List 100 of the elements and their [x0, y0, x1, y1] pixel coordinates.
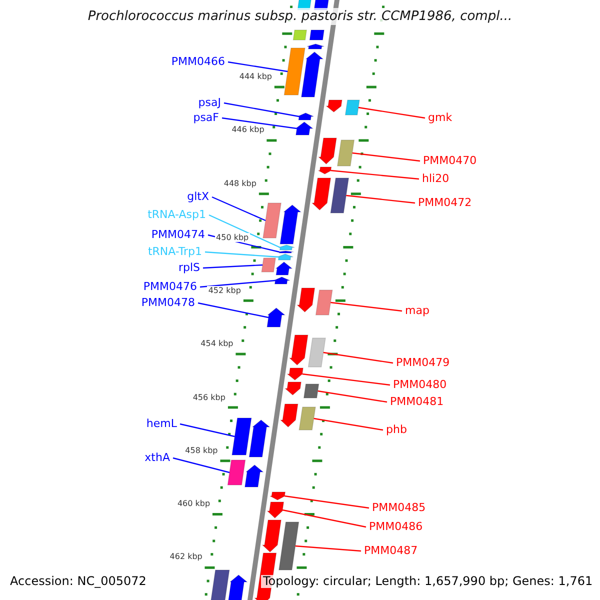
gene-block [276, 254, 294, 260]
gene-block [275, 262, 293, 276]
gene-block [266, 502, 284, 518]
gene-block [270, 492, 286, 500]
gene-block [308, 338, 326, 368]
leader-line [202, 264, 263, 269]
gene-label: psaJ [198, 96, 221, 109]
gene-label: phb [386, 423, 407, 436]
gene-label: psaF [193, 111, 219, 124]
gene-label: PMM0474 [151, 228, 205, 241]
scale-label: 462 kbp [168, 552, 204, 561]
gene-label: PMM0470 [423, 154, 477, 167]
gene-block [262, 520, 282, 552]
leader-line [198, 302, 269, 318]
gene-block [337, 140, 355, 166]
scale-label: 450 kbp [215, 233, 250, 242]
gene-label: PMM0486 [369, 520, 423, 533]
gene-label: xthA [144, 451, 170, 464]
gene-block [296, 288, 316, 312]
gene-label: map [405, 304, 430, 317]
leader-line [352, 152, 420, 162]
scale-label: 456 kbp [192, 393, 226, 402]
gene-block [278, 244, 295, 250]
gene-label: PMM0487 [364, 544, 418, 557]
genome-summary-text: Topology: circular; Length: 1,657,990 bp; Genes: 1,761 [261, 575, 595, 588]
gene-block [318, 138, 337, 164]
gene-block [330, 178, 350, 214]
scale-label: 448 kbp [222, 179, 258, 188]
gene-label: PMM0466 [171, 55, 225, 68]
gene-label: PMM0480 [393, 378, 447, 391]
gene-block [278, 522, 300, 570]
leader-line [323, 352, 394, 364]
scale-label: 458 kbp [184, 446, 219, 455]
accession-text: Accession: NC_005072 [8, 575, 148, 588]
gene-block [262, 202, 282, 238]
leader-line [318, 390, 388, 403]
gene-block [292, 30, 307, 40]
gene-label: tRNA-Trp1 [148, 245, 202, 258]
gene-block [232, 418, 252, 456]
gene-label: tRNA-Asp1 [148, 208, 206, 221]
gene-block [318, 166, 332, 174]
gene-label: gltX [187, 190, 209, 203]
gene-block [344, 100, 360, 116]
scale-label: 454 kbp [200, 339, 234, 348]
gene-block [309, 30, 324, 40]
scale-label: 460 kbp [176, 499, 212, 508]
gene-block [280, 404, 298, 428]
leader-line [314, 418, 384, 431]
leader-line [222, 117, 297, 130]
leader-line [284, 495, 370, 509]
gene-block [248, 420, 271, 458]
leader-line [172, 457, 230, 474]
gene-block [325, 100, 342, 112]
leader-line [228, 61, 288, 72]
leader-line [200, 280, 276, 288]
gene-label: PMM0472 [418, 196, 472, 209]
leader-line [358, 106, 426, 119]
leader-line [180, 423, 235, 438]
gene-block [301, 52, 324, 98]
gene-block [294, 122, 314, 136]
gene-block [227, 574, 248, 600]
gene-block [210, 570, 230, 600]
gene-label: PMM0476 [143, 280, 197, 293]
gene-label: rplS [178, 261, 200, 274]
gene-block [277, 250, 294, 254]
gene-block [266, 308, 286, 328]
gene-block [315, 290, 333, 316]
gene-block [273, 276, 290, 284]
leader-line [224, 102, 300, 118]
gene-block [306, 44, 324, 50]
leader-line [212, 196, 266, 222]
leader-line [302, 373, 390, 386]
scale-label: 452 kbp [207, 286, 242, 295]
leader-line [295, 545, 362, 552]
gene-block [286, 368, 304, 380]
leader-line [282, 509, 366, 528]
leader-line [204, 251, 279, 258]
leader-line [346, 194, 416, 204]
gene-block [298, 406, 316, 430]
gene-label: gmk [428, 111, 452, 124]
leader-line [208, 214, 280, 248]
leader-line [330, 302, 402, 312]
gene-block [284, 48, 306, 96]
gene-block [261, 258, 276, 272]
leader-line [330, 170, 420, 180]
gene-block [244, 464, 264, 488]
gene-block [311, 178, 332, 210]
gene-label: PMM0478 [141, 296, 195, 309]
gene-block [284, 382, 302, 396]
gene-label: PMM0481 [390, 395, 444, 408]
gene-block [303, 384, 320, 398]
gene-block [288, 334, 308, 366]
scale-label: 446 kbp [230, 125, 266, 134]
gene-label: PMM0479 [396, 356, 450, 369]
gene-block [280, 204, 302, 244]
gene-label: PMM0485 [372, 501, 426, 514]
gene-block [297, 112, 314, 120]
gene-label: hemL [146, 417, 177, 430]
scale-label: 444 kbp [238, 72, 273, 81]
gene-label: hli20 [422, 172, 450, 185]
